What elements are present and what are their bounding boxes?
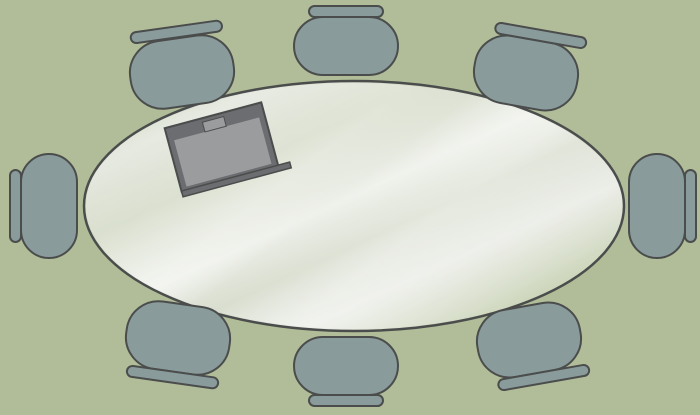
chair-seat [628,153,686,259]
chair-backrest [494,21,588,50]
laptop[interactable] [163,99,293,198]
chair-top-right[interactable] [469,20,588,116]
chair-seat [20,153,78,259]
chair-top-center[interactable] [293,5,399,76]
chair-seat [293,336,399,396]
chair-backrest [125,364,220,390]
laptop-camera-tab [201,115,227,133]
chair-backrest [308,5,384,18]
chair-top-left[interactable] [124,19,238,113]
laptop-screen [174,117,272,187]
chair-backrest [129,19,223,45]
laptop-base [180,161,293,198]
table-reflection [86,83,622,329]
chair-bottom-right[interactable] [472,297,591,393]
chair-right[interactable] [628,153,697,259]
chair-bottom-center[interactable] [293,336,399,407]
chair-backrest [9,169,22,243]
chair-backrest [497,363,591,392]
chair-backrest [308,394,384,407]
chair-bottom-left[interactable] [120,297,234,390]
chair-backrest [684,169,697,243]
chair-left[interactable] [9,153,78,259]
chair-seat [293,16,399,76]
